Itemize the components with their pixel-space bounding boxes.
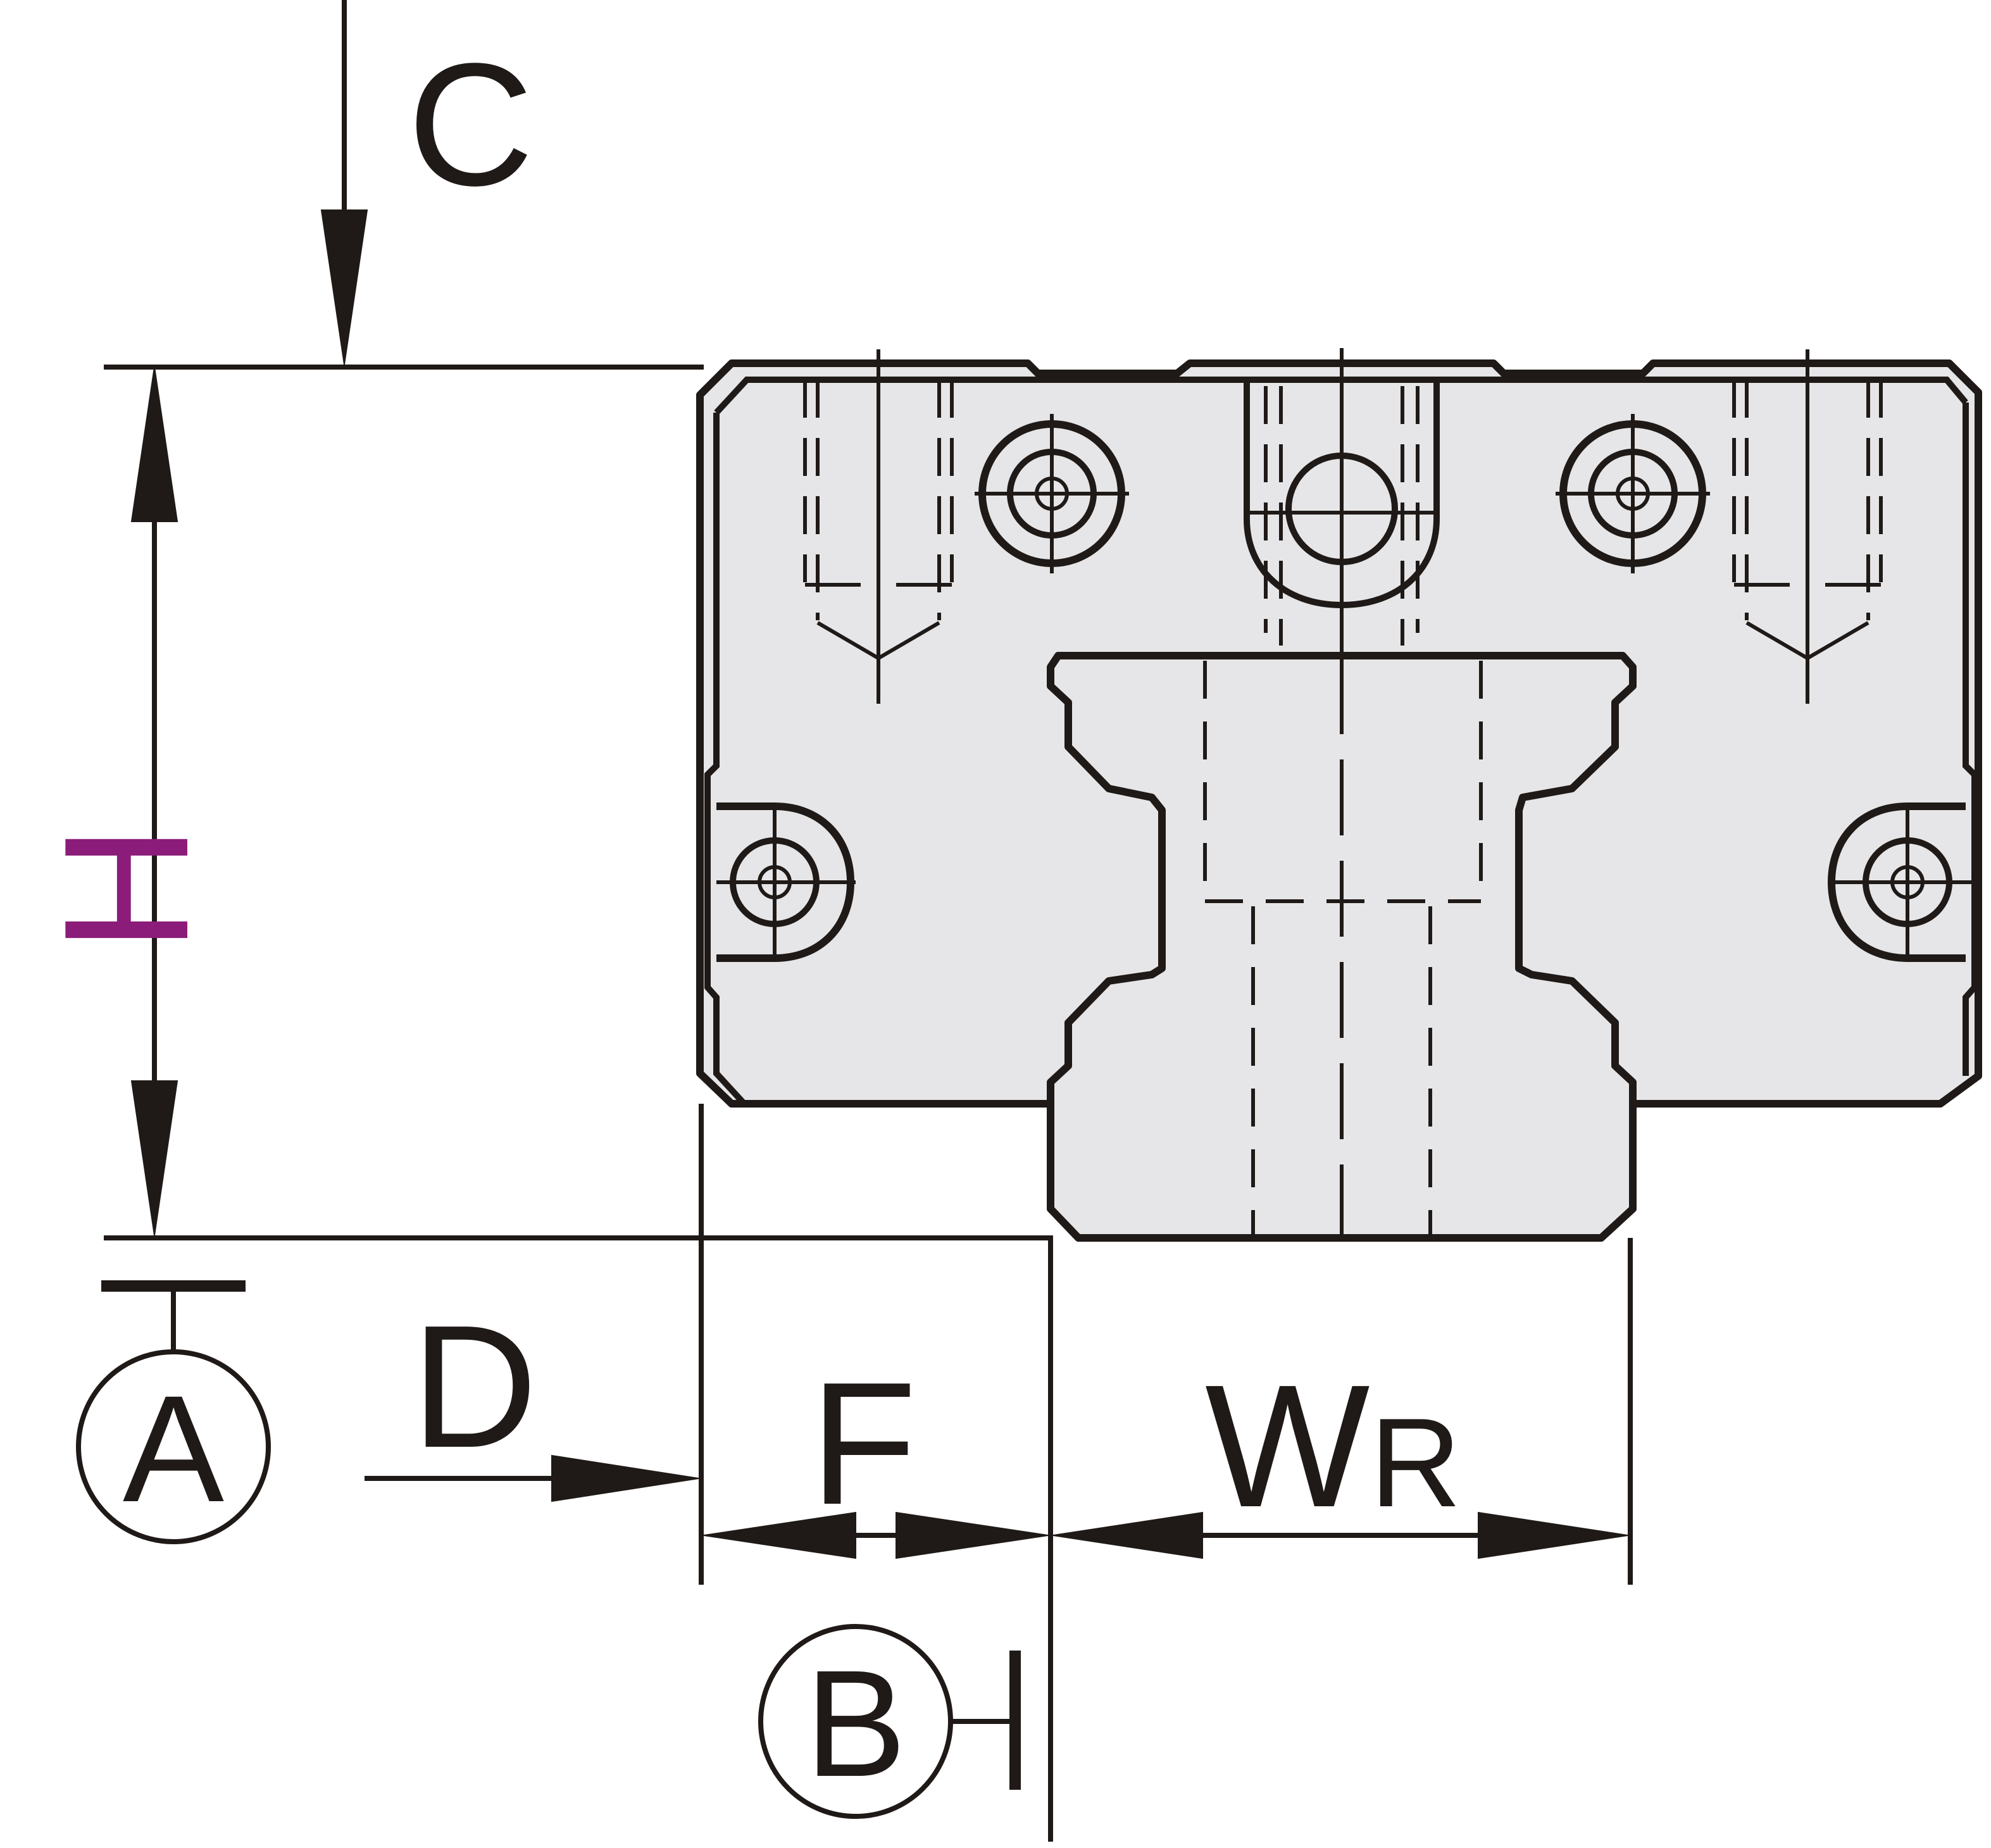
- dimension-f: [699, 1104, 1049, 1585]
- mounting-hole-left: [803, 349, 954, 704]
- side-port-left: [716, 802, 856, 962]
- datum-a-symbol: [76, 1280, 271, 1544]
- rail-profile: [1047, 652, 1637, 1266]
- dimension-c: [320, 0, 368, 365]
- dimension-f-label: F: [810, 1346, 917, 1541]
- datum-b-label: B: [805, 1639, 906, 1808]
- dimension-d-label: D: [411, 1289, 537, 1484]
- dimension-wr-label: WR: [1205, 1349, 1461, 1544]
- dimension-c-label: C: [408, 27, 534, 222]
- grease-nipple-top-left: [975, 414, 1129, 573]
- datum-b-symbol: [758, 1624, 1021, 1819]
- dimension-h-label: H: [28, 825, 225, 952]
- mounting-hole-right: [1732, 349, 1883, 704]
- grease-nipple-top-right: [1556, 414, 1710, 573]
- dimension-h: [130, 366, 178, 1236]
- center-bolt-hole: [1244, 348, 1440, 709]
- extension-line-bottom: [104, 1235, 1053, 1842]
- dimension-wr: [1052, 1238, 1633, 1585]
- dimension-d: [365, 1454, 699, 1502]
- side-port-right: [1827, 802, 1982, 962]
- datum-a-label: A: [123, 1364, 224, 1533]
